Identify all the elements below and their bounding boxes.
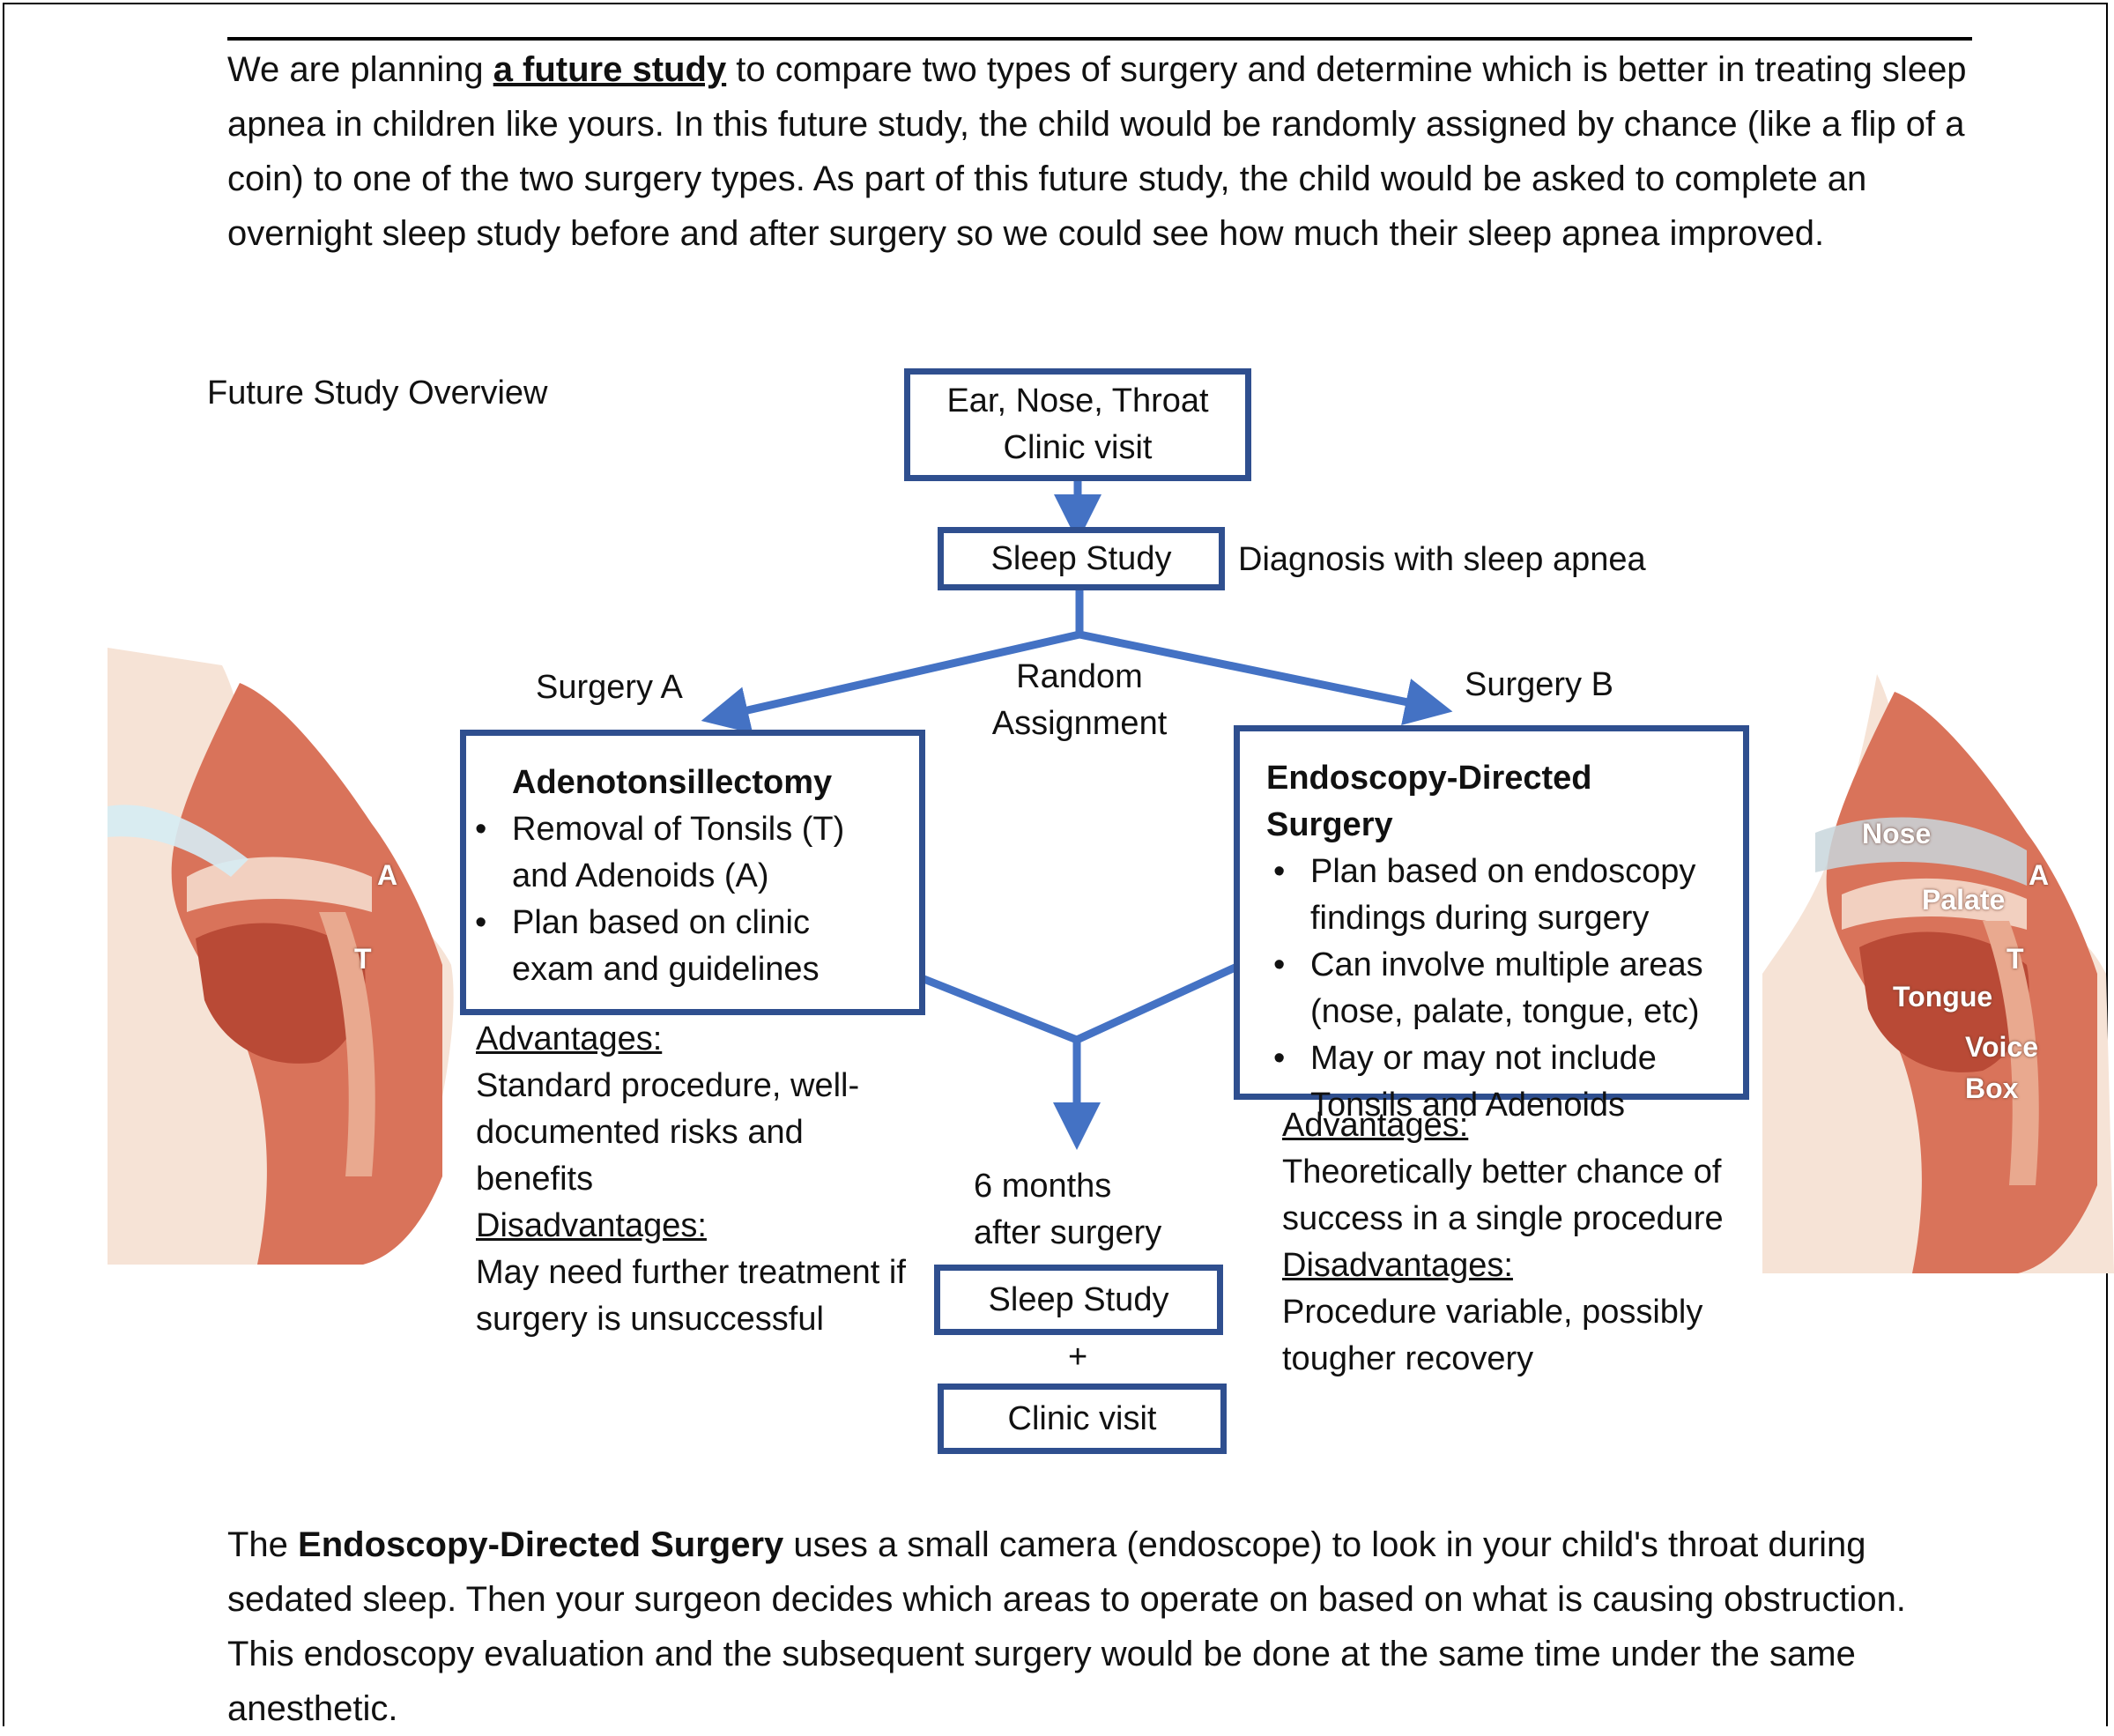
tongue-label: Tongue xyxy=(1893,981,1992,1013)
surgery-a-advantages-heading: Advantages: xyxy=(476,1016,916,1063)
sleep-study-box-initial: Sleep Study xyxy=(938,527,1225,590)
random-label-line1: Random xyxy=(1013,654,1146,700)
sleep-study-box-followup: Sleep Study xyxy=(934,1265,1223,1335)
surgery-a-advantages: Standard procedure, well-documented risk… xyxy=(476,1063,916,1203)
endoscopy-directed-bullets: Plan based on endoscopy findings during … xyxy=(1257,849,1725,1129)
plus-sign: + xyxy=(1068,1334,1087,1380)
outro-emphasis: Endoscopy-Directed Surgery xyxy=(298,1525,783,1564)
endoscopy-directed-bullet: Plan based on endoscopy findings during … xyxy=(1257,849,1725,942)
ent-clinic-visit-box: Ear, Nose, Throat Clinic visit xyxy=(904,368,1251,481)
head-anatomy-left-illustration xyxy=(108,648,460,1265)
line-a-to-merge xyxy=(922,978,1077,1040)
endoscopy-directed-title: Endoscopy-Directed Surgery xyxy=(1266,755,1725,849)
adenotonsillectomy-bullets: Removal of Tonsils (T) and Adenoids (A) … xyxy=(459,806,893,993)
line-b-to-merge xyxy=(1077,965,1241,1040)
surgery-a-disadvantages-heading: Disadvantages: xyxy=(476,1203,916,1250)
adenotonsillectomy-box: Adenotonsillectomy Removal of Tonsils (T… xyxy=(460,730,925,1015)
ent-clinic-line1: Ear, Nose, Throat xyxy=(946,378,1208,425)
surgery-b-advantages-heading: Advantages: xyxy=(1282,1102,1776,1149)
adenotonsillectomy-bullet: Removal of Tonsils (T) and Adenoids (A) xyxy=(459,806,893,900)
outro-paragraph: The Endoscopy-Directed Surgery uses a sm… xyxy=(227,1517,1981,1736)
adenoid-marker-left: A xyxy=(377,859,397,892)
voice-label: Voice xyxy=(1965,1031,2038,1064)
endoscopy-directed-box: Endoscopy-Directed Surgery Plan based on… xyxy=(1234,725,1749,1100)
followup-label-line2: after surgery xyxy=(974,1210,1161,1256)
adenoid-marker-right: A xyxy=(2029,859,2049,892)
adenotonsillectomy-bullet: Plan based on clinic exam and guidelines xyxy=(459,900,893,993)
nose-label: Nose xyxy=(1862,818,1931,850)
tonsil-marker-right: T xyxy=(2006,943,2024,976)
surgery-a-label: Surgery A xyxy=(536,664,683,710)
surgery-a-disadvantages: May need further treatment if surgery is… xyxy=(476,1250,916,1343)
box-label: Box xyxy=(1965,1072,2018,1105)
adenotonsillectomy-title: Adenotonsillectomy xyxy=(512,760,893,806)
endoscopy-directed-bullet: Can involve multiple areas (nose, palate… xyxy=(1257,942,1725,1035)
clinic-visit-box-followup: Clinic visit xyxy=(938,1384,1227,1454)
outro-text-start: The xyxy=(227,1525,298,1564)
surgery-b-disadvantages: Procedure variable, possibly tougher rec… xyxy=(1282,1289,1776,1383)
clinic-visit-label-followup: Clinic visit xyxy=(1008,1396,1157,1443)
random-label-line2: Assignment xyxy=(969,701,1190,746)
followup-label-line1: 6 months xyxy=(974,1163,1111,1209)
surgery-a-pros-cons: Advantages: Standard procedure, well-doc… xyxy=(476,1016,916,1343)
surgery-b-disadvantages-heading: Disadvantages: xyxy=(1282,1243,1776,1289)
surgery-b-pros-cons: Advantages: Theoretically better chance … xyxy=(1282,1102,1776,1383)
tonsil-marker-left: T xyxy=(354,943,372,976)
sleep-study-label-followup: Sleep Study xyxy=(989,1277,1169,1324)
diagnosis-label: Diagnosis with sleep apnea xyxy=(1238,537,1646,582)
sleep-study-label-initial: Sleep Study xyxy=(991,536,1172,582)
diagram-title: Future Study Overview xyxy=(207,370,547,416)
palate-label: Palate xyxy=(1922,884,2005,916)
ent-clinic-line2: Clinic visit xyxy=(1004,425,1153,471)
surgery-b-label: Surgery B xyxy=(1465,662,1613,708)
surgery-b-advantages: Theoretically better chance of success i… xyxy=(1282,1149,1776,1243)
head-anatomy-right-illustration xyxy=(1762,657,2114,1273)
